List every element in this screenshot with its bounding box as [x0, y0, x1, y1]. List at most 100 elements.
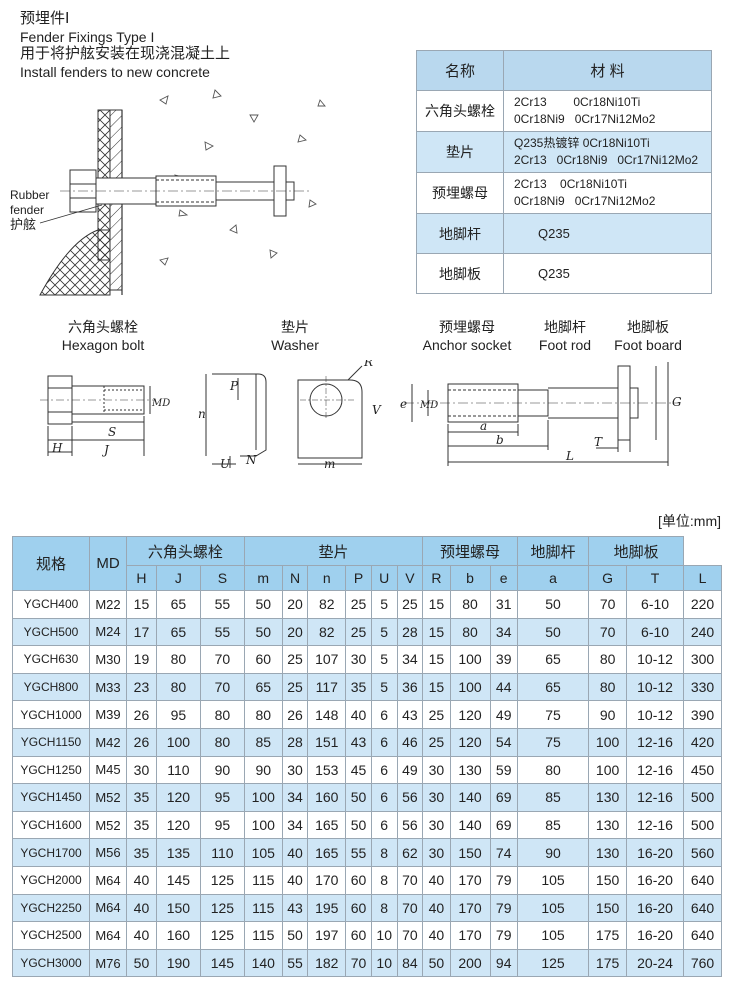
subheader-m: m	[243, 565, 283, 591]
dim-bolt-H: H	[51, 441, 63, 455]
table-cell: 39	[489, 645, 518, 674]
table-cell: 95	[199, 810, 245, 840]
table-cell: 82	[307, 617, 347, 647]
header-bolt: 六角头螺栓	[126, 536, 245, 566]
table-cell: 60	[345, 865, 372, 895]
table-cell: 82	[307, 590, 347, 619]
rubber-fender-label: Rubber fender 护舷	[10, 188, 49, 233]
title-en: Fender Fixings Type I	[20, 29, 155, 45]
table-cell: 12-16	[625, 810, 685, 840]
table-cell: 640	[683, 921, 722, 950]
cell-md: M64	[89, 865, 127, 895]
table-cell: 125	[199, 921, 245, 950]
table-cell: 25	[281, 672, 309, 702]
cell-spec: YGCH3000	[12, 948, 90, 978]
table-cell: 80	[199, 727, 245, 757]
dim-anchor-e: e	[400, 397, 407, 411]
table-cell: 120	[155, 810, 201, 840]
material-value: Q235	[503, 213, 712, 254]
dim-anchor-a: a	[480, 419, 487, 433]
table-cell: 40	[345, 700, 372, 729]
table-cell: 79	[489, 865, 518, 895]
table-cell: 80	[155, 645, 201, 674]
table-cell: 125	[199, 893, 245, 923]
dim-washer-N: N	[245, 453, 257, 467]
table-cell: 35	[345, 672, 372, 702]
cell-spec: YGCH630	[12, 645, 90, 674]
table-cell: 34	[281, 783, 309, 812]
material-row: 预埋螺母 2Cr13 0Cr18Ni10Ti 0Cr18Ni9 0Cr17Ni1…	[416, 172, 712, 214]
table-cell: 15	[126, 590, 157, 619]
part-label-foot-rod: 地脚杆 Foot rod	[530, 320, 600, 354]
table-cell: 6-10	[625, 590, 685, 619]
material-header-name: 名称	[416, 50, 504, 91]
part-label-hexagon-bolt: 六角头螺栓 Hexagon bolt	[48, 320, 158, 354]
table-cell: 640	[683, 893, 722, 923]
cell-md: M56	[89, 838, 127, 867]
table-cell: 85	[516, 783, 590, 812]
table-cell: 28	[281, 727, 309, 757]
table-cell: 50	[126, 948, 157, 978]
table-cell: 500	[683, 783, 722, 812]
table-cell: 25	[345, 590, 372, 619]
cell-spec: YGCH1150	[12, 727, 90, 757]
table-cell: 175	[588, 948, 627, 978]
table-cell: 6	[370, 727, 398, 757]
subtitle-cn: 用于将护舷安装在现浇混凝土上	[20, 44, 231, 62]
table-cell: 10-12	[625, 645, 685, 674]
table-cell: 100	[449, 645, 491, 674]
material-value: 2Cr13 0Cr18Ni10Ti 0Cr18Ni9 0Cr17Ni12Mo2	[503, 172, 712, 214]
cell-spec: YGCH1600	[12, 810, 90, 840]
table-cell: 110	[199, 838, 245, 867]
table-cell: 195	[307, 893, 347, 923]
subheader-H: H	[126, 565, 157, 591]
table-cell: 240	[683, 617, 722, 647]
dim-anchor-G: G	[672, 395, 682, 409]
header-rod: 地脚杆	[516, 536, 590, 566]
table-cell: 150	[155, 893, 201, 923]
table-cell: 40	[422, 921, 451, 950]
table-cell: 34	[489, 617, 518, 647]
table-cell: 80	[199, 700, 245, 729]
dim-anchor-MD: MD	[419, 400, 438, 411]
subheader-e: e	[489, 565, 518, 591]
table-cell: 16-20	[625, 838, 685, 867]
table-cell: 60	[345, 921, 372, 950]
cell-md: M33	[89, 672, 127, 702]
cell-spec: YGCH1250	[12, 755, 90, 785]
table-cell: 75	[516, 727, 590, 757]
table-cell: 30	[126, 755, 157, 785]
dim-bolt-J: J	[101, 443, 110, 457]
table-cell: 30	[281, 755, 309, 785]
table-cell: 35	[126, 810, 157, 840]
table-cell: 182	[307, 948, 347, 978]
table-cell: 28	[396, 617, 424, 647]
cell-spec: YGCH2500	[12, 921, 90, 950]
table-cell: 200	[449, 948, 491, 978]
part-label-cn: 地脚杆	[544, 320, 586, 336]
table-cell: 110	[155, 755, 201, 785]
table-cell: 10	[370, 921, 398, 950]
table-cell: 25	[396, 590, 424, 619]
table-cell: 105	[516, 865, 590, 895]
table-cell: 6	[370, 810, 398, 840]
table-cell: 15	[422, 645, 451, 674]
dim-washer-R: R	[363, 360, 373, 369]
table-cell: 70	[396, 921, 424, 950]
table-cell: 74	[489, 838, 518, 867]
table-cell: 12-16	[625, 755, 685, 785]
cell-md: M39	[89, 700, 127, 729]
part-label-en: Anchor socket	[422, 337, 512, 353]
cell-spec: YGCH1450	[12, 783, 90, 812]
table-cell: 145	[199, 948, 245, 978]
cell-spec: YGCH400	[12, 590, 90, 619]
table-cell: 49	[396, 755, 424, 785]
table-cell: 19	[126, 645, 157, 674]
table-cell: 80	[449, 617, 491, 647]
table-cell: 115	[243, 921, 283, 950]
material-line: 0Cr18Ni9 0Cr17Ni12Mo2	[514, 194, 656, 208]
table-cell: 36	[396, 672, 424, 702]
table-cell: 153	[307, 755, 347, 785]
